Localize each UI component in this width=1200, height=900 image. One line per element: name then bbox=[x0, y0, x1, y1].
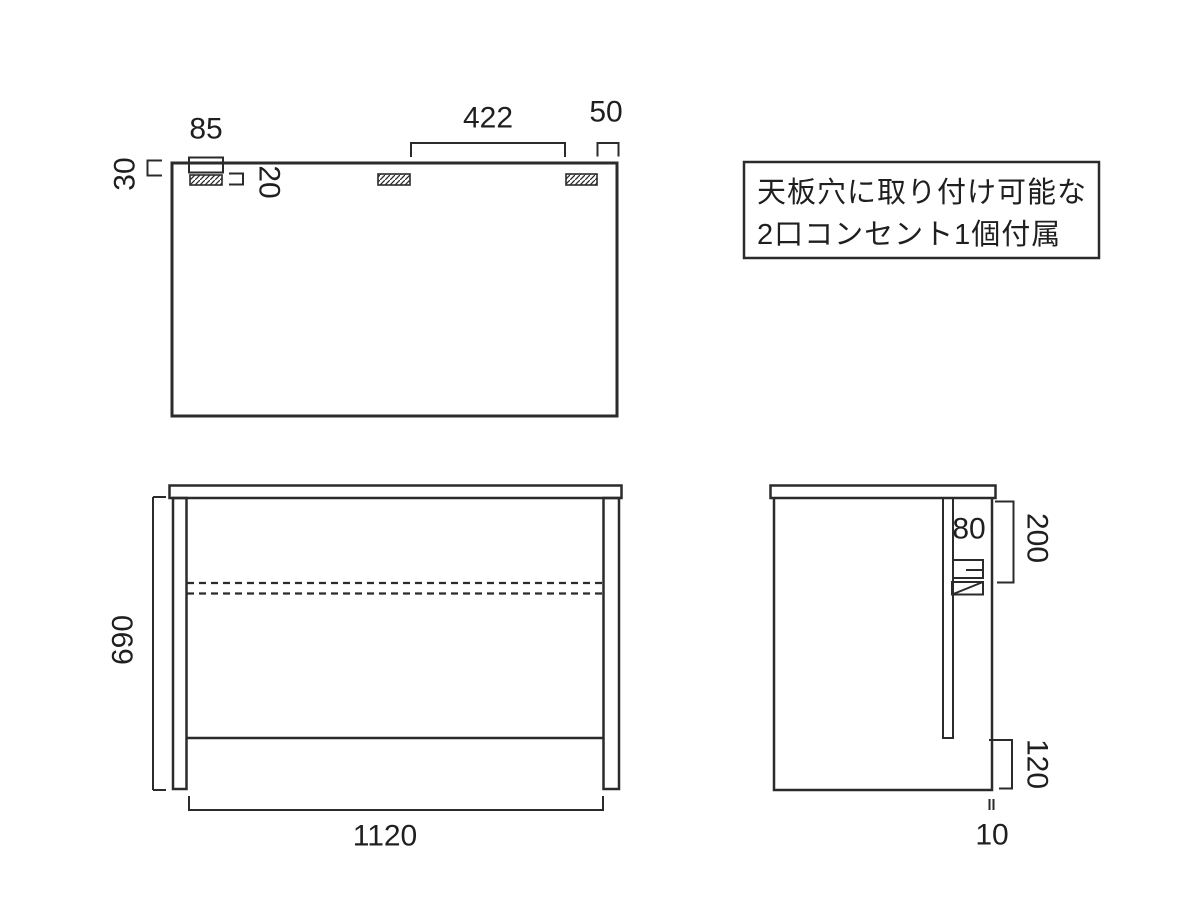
dim-label-height: 690 bbox=[107, 615, 140, 665]
dim-label-slot-depth: 20 bbox=[253, 165, 286, 198]
side-top-panel bbox=[769, 484, 997, 500]
dim-label-panel-thickness: 10 bbox=[975, 819, 1008, 852]
dim-bracket-base-height bbox=[989, 739, 1013, 790]
cable-slot-hatch-left bbox=[189, 174, 223, 186]
dim-bracket-slot-depth bbox=[229, 172, 244, 186]
side-body-outline bbox=[772, 498, 994, 792]
note-box-border bbox=[742, 160, 1101, 260]
front-right-leg bbox=[602, 496, 621, 791]
dim-label-side-outlet-width: 80 bbox=[952, 513, 985, 546]
side-outlet-clamp bbox=[951, 581, 984, 596]
dim-690-group: 690 bbox=[107, 496, 166, 791]
dim-label-inner-width: 1120 bbox=[353, 820, 418, 853]
top-view-drawing: 85 30 20 422 50 bbox=[109, 96, 623, 418]
note-text-line2: 2口コンセント1個付属 bbox=[757, 218, 1061, 251]
dim-1120-group: 1120 bbox=[188, 796, 604, 853]
dim-label-slot-span: 422 bbox=[463, 102, 513, 135]
note-box: 天板穴に取り付け可能な 2口コンセント1個付属 bbox=[742, 160, 1101, 260]
dim-label-base-height: 120 bbox=[1021, 739, 1054, 789]
side-back-panel bbox=[942, 498, 954, 739]
dim-200-group: 200 bbox=[995, 500, 1054, 584]
outlet-unit-box bbox=[188, 156, 224, 174]
cable-slot-hatch-right bbox=[565, 173, 598, 186]
dim-label-outlet-width: 85 bbox=[189, 113, 222, 146]
front-view-drawing: 690 1120 bbox=[107, 484, 623, 853]
dim-10-group: 10 bbox=[975, 799, 1009, 852]
top-view-panel-outline bbox=[170, 161, 619, 418]
dim-120-group: 120 bbox=[989, 739, 1054, 790]
cable-slot-hatch-middle bbox=[377, 173, 411, 186]
dim-bracket-outlet-offset bbox=[995, 500, 1015, 584]
front-top-panel bbox=[168, 484, 623, 500]
dim-label-slot-edge-gap: 50 bbox=[589, 96, 622, 129]
dim-bracket-slot-edge-gap bbox=[596, 142, 620, 157]
dim-label-outlet-offset: 200 bbox=[1021, 513, 1054, 563]
dim-bracket-slot-span bbox=[410, 142, 566, 157]
dim-bracket-outlet-depth bbox=[146, 159, 162, 177]
dim-bracket-inner-width bbox=[188, 796, 604, 811]
side-view-drawing: 80 200 120 10 bbox=[769, 484, 1054, 852]
dim-label-outlet-depth: 30 bbox=[109, 157, 142, 190]
front-left-leg bbox=[171, 496, 188, 791]
side-outlet-clamp-diagonal bbox=[951, 581, 984, 596]
note-text-line1: 天板穴に取り付け可能な bbox=[757, 176, 1087, 209]
